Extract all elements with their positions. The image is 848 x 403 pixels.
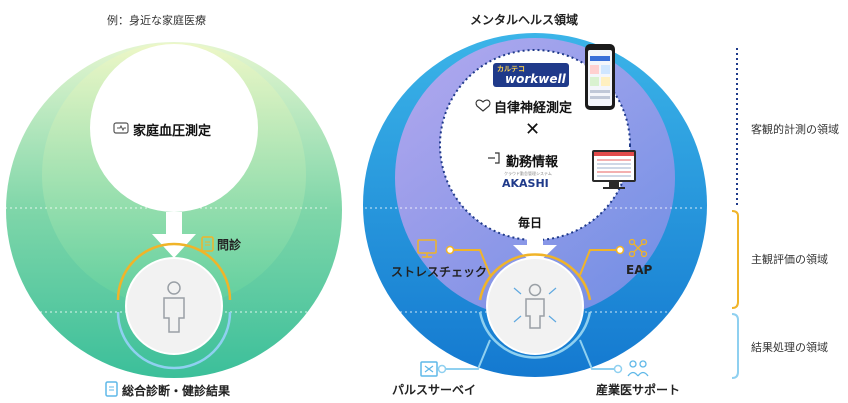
phone-icon (585, 44, 615, 110)
stress-connector (450, 249, 491, 276)
survey-icon (420, 361, 438, 377)
result-bracket (731, 313, 739, 379)
center-down-arrow (513, 228, 557, 266)
pulse-survey-label: パルスサーベイ (392, 383, 477, 397)
computer-icon (417, 239, 437, 258)
doctor-icon (627, 360, 649, 377)
attendance-label: 勤務情報 (506, 155, 559, 170)
center-circle-group (363, 33, 707, 377)
autonomic-label: 自律神経測定 (494, 101, 573, 116)
akashi-logo: AKASHI (502, 177, 549, 190)
left-orange-arc (116, 242, 232, 301)
workwell-product: workwell (505, 72, 566, 86)
objective-label: 客観的計測の領域 (751, 123, 839, 136)
eap-dot (615, 245, 625, 255)
center-white-circle (439, 49, 631, 241)
center-title: メンタルヘルス領域 (470, 13, 579, 27)
doctor-connector (579, 339, 618, 370)
workwell-logo (493, 63, 569, 87)
left-caption: 例：身近な家庭医療 (107, 14, 206, 27)
subjective-label: 主観評価の領域 (751, 253, 828, 266)
pulse-connector (442, 339, 491, 370)
clipboard-icon (201, 236, 214, 252)
report-icon (105, 381, 118, 397)
occupational-doctor-label: 産業医サポート (596, 383, 681, 397)
left-person-circle (125, 257, 223, 355)
login-icon (488, 152, 500, 164)
doctor-dot (613, 364, 623, 374)
left-blue-arc (116, 311, 232, 370)
center-orange-arc (478, 253, 592, 301)
heart-icon (475, 99, 491, 112)
person-network-icon (525, 283, 545, 329)
network-icon (628, 238, 648, 258)
monitor-icon (592, 150, 636, 189)
subjective-bracket (731, 210, 739, 309)
home-bp-label: 家庭血圧測定 (133, 124, 212, 139)
akashi-tagline: クラウド勤怠管理システム (504, 171, 552, 176)
stress-check-label: ストレスチェック (391, 265, 488, 279)
diagnosis-label: 総合診断・健診結果 (122, 384, 231, 398)
pulse-dot (437, 364, 447, 374)
left-down-arrow (152, 212, 196, 258)
workwell-brand: カルテコ (497, 65, 525, 73)
center-person-circle (486, 257, 584, 355)
stress-dot (445, 245, 455, 255)
result-label: 結果処理の領域 (751, 341, 828, 354)
daily-label: 毎日 (518, 216, 543, 230)
left-white-circle (90, 44, 258, 212)
person-icon (163, 281, 185, 333)
bp-monitor-icon (113, 122, 129, 134)
right-brackets (731, 48, 739, 379)
eap-connector (579, 249, 620, 276)
eap-label: EAP (626, 263, 653, 277)
left-circle-group (0, 42, 342, 378)
cross-mark: ✕ (525, 119, 541, 140)
interview-label: 問診 (217, 238, 242, 252)
arrows-icon (513, 287, 557, 323)
center-blue-arc (478, 311, 592, 359)
